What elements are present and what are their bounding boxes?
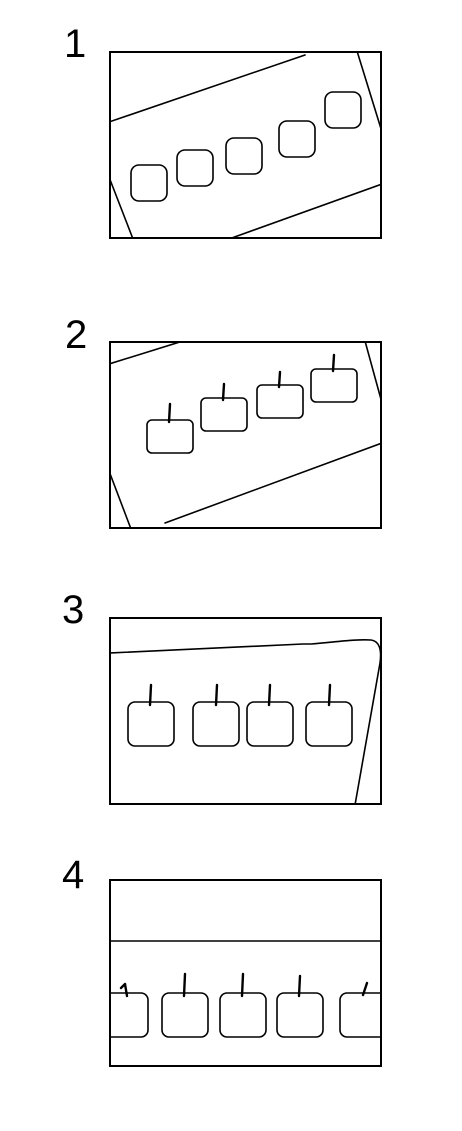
step-number-2: 2 [65, 313, 88, 357]
marked-block [310, 368, 358, 403]
marked-square [339, 992, 380, 1038]
step-1-drawing [111, 53, 380, 237]
marked-square [219, 992, 267, 1038]
step-number-3: 3 [62, 588, 85, 632]
square-block [176, 149, 214, 187]
cut-mark [182, 972, 187, 998]
strip-edge-top [111, 343, 180, 365]
marked-block [256, 384, 304, 419]
marked-square [192, 701, 240, 747]
marked-block [200, 397, 248, 432]
strip-edge [111, 639, 380, 803]
marked-square [127, 701, 175, 747]
square-block [225, 137, 263, 175]
cut-mark [277, 370, 282, 389]
marked-square [276, 992, 324, 1038]
strip-edge-right [356, 53, 380, 129]
step-3-drawing [111, 639, 380, 803]
step-1-panel [109, 51, 382, 239]
cut-mark [119, 982, 129, 998]
marked-square [305, 701, 353, 747]
marked-square [111, 992, 149, 1038]
strip-edge-right [364, 343, 380, 399]
square-block [324, 91, 362, 129]
step-number-1: 1 [64, 22, 87, 66]
cut-mark [148, 683, 153, 707]
strip-edge-left [111, 474, 132, 527]
cut-mark [167, 402, 172, 424]
cut-mark [361, 981, 369, 997]
square-block [130, 164, 168, 202]
cut-mark [327, 683, 332, 707]
step-2-drawing [111, 343, 380, 527]
step-number-4: 4 [62, 853, 85, 897]
marked-square [161, 992, 209, 1038]
cut-mark [214, 683, 219, 707]
step-3-panel [109, 617, 382, 805]
square-block [278, 120, 316, 158]
step-4-panel [109, 879, 382, 1067]
step-2-panel [109, 341, 382, 529]
cut-mark [331, 353, 336, 373]
strip-edge-left [111, 179, 134, 237]
cut-mark [297, 974, 302, 998]
strip-edge-top [111, 54, 306, 123]
cut-mark [221, 382, 226, 402]
marked-square [246, 701, 294, 747]
strip-edge-bottom [164, 442, 380, 524]
cut-mark [267, 683, 272, 707]
strip-edge-bottom [232, 183, 380, 237]
step-4-drawing [111, 940, 380, 1038]
marked-block [146, 419, 194, 454]
cut-mark [240, 972, 245, 998]
